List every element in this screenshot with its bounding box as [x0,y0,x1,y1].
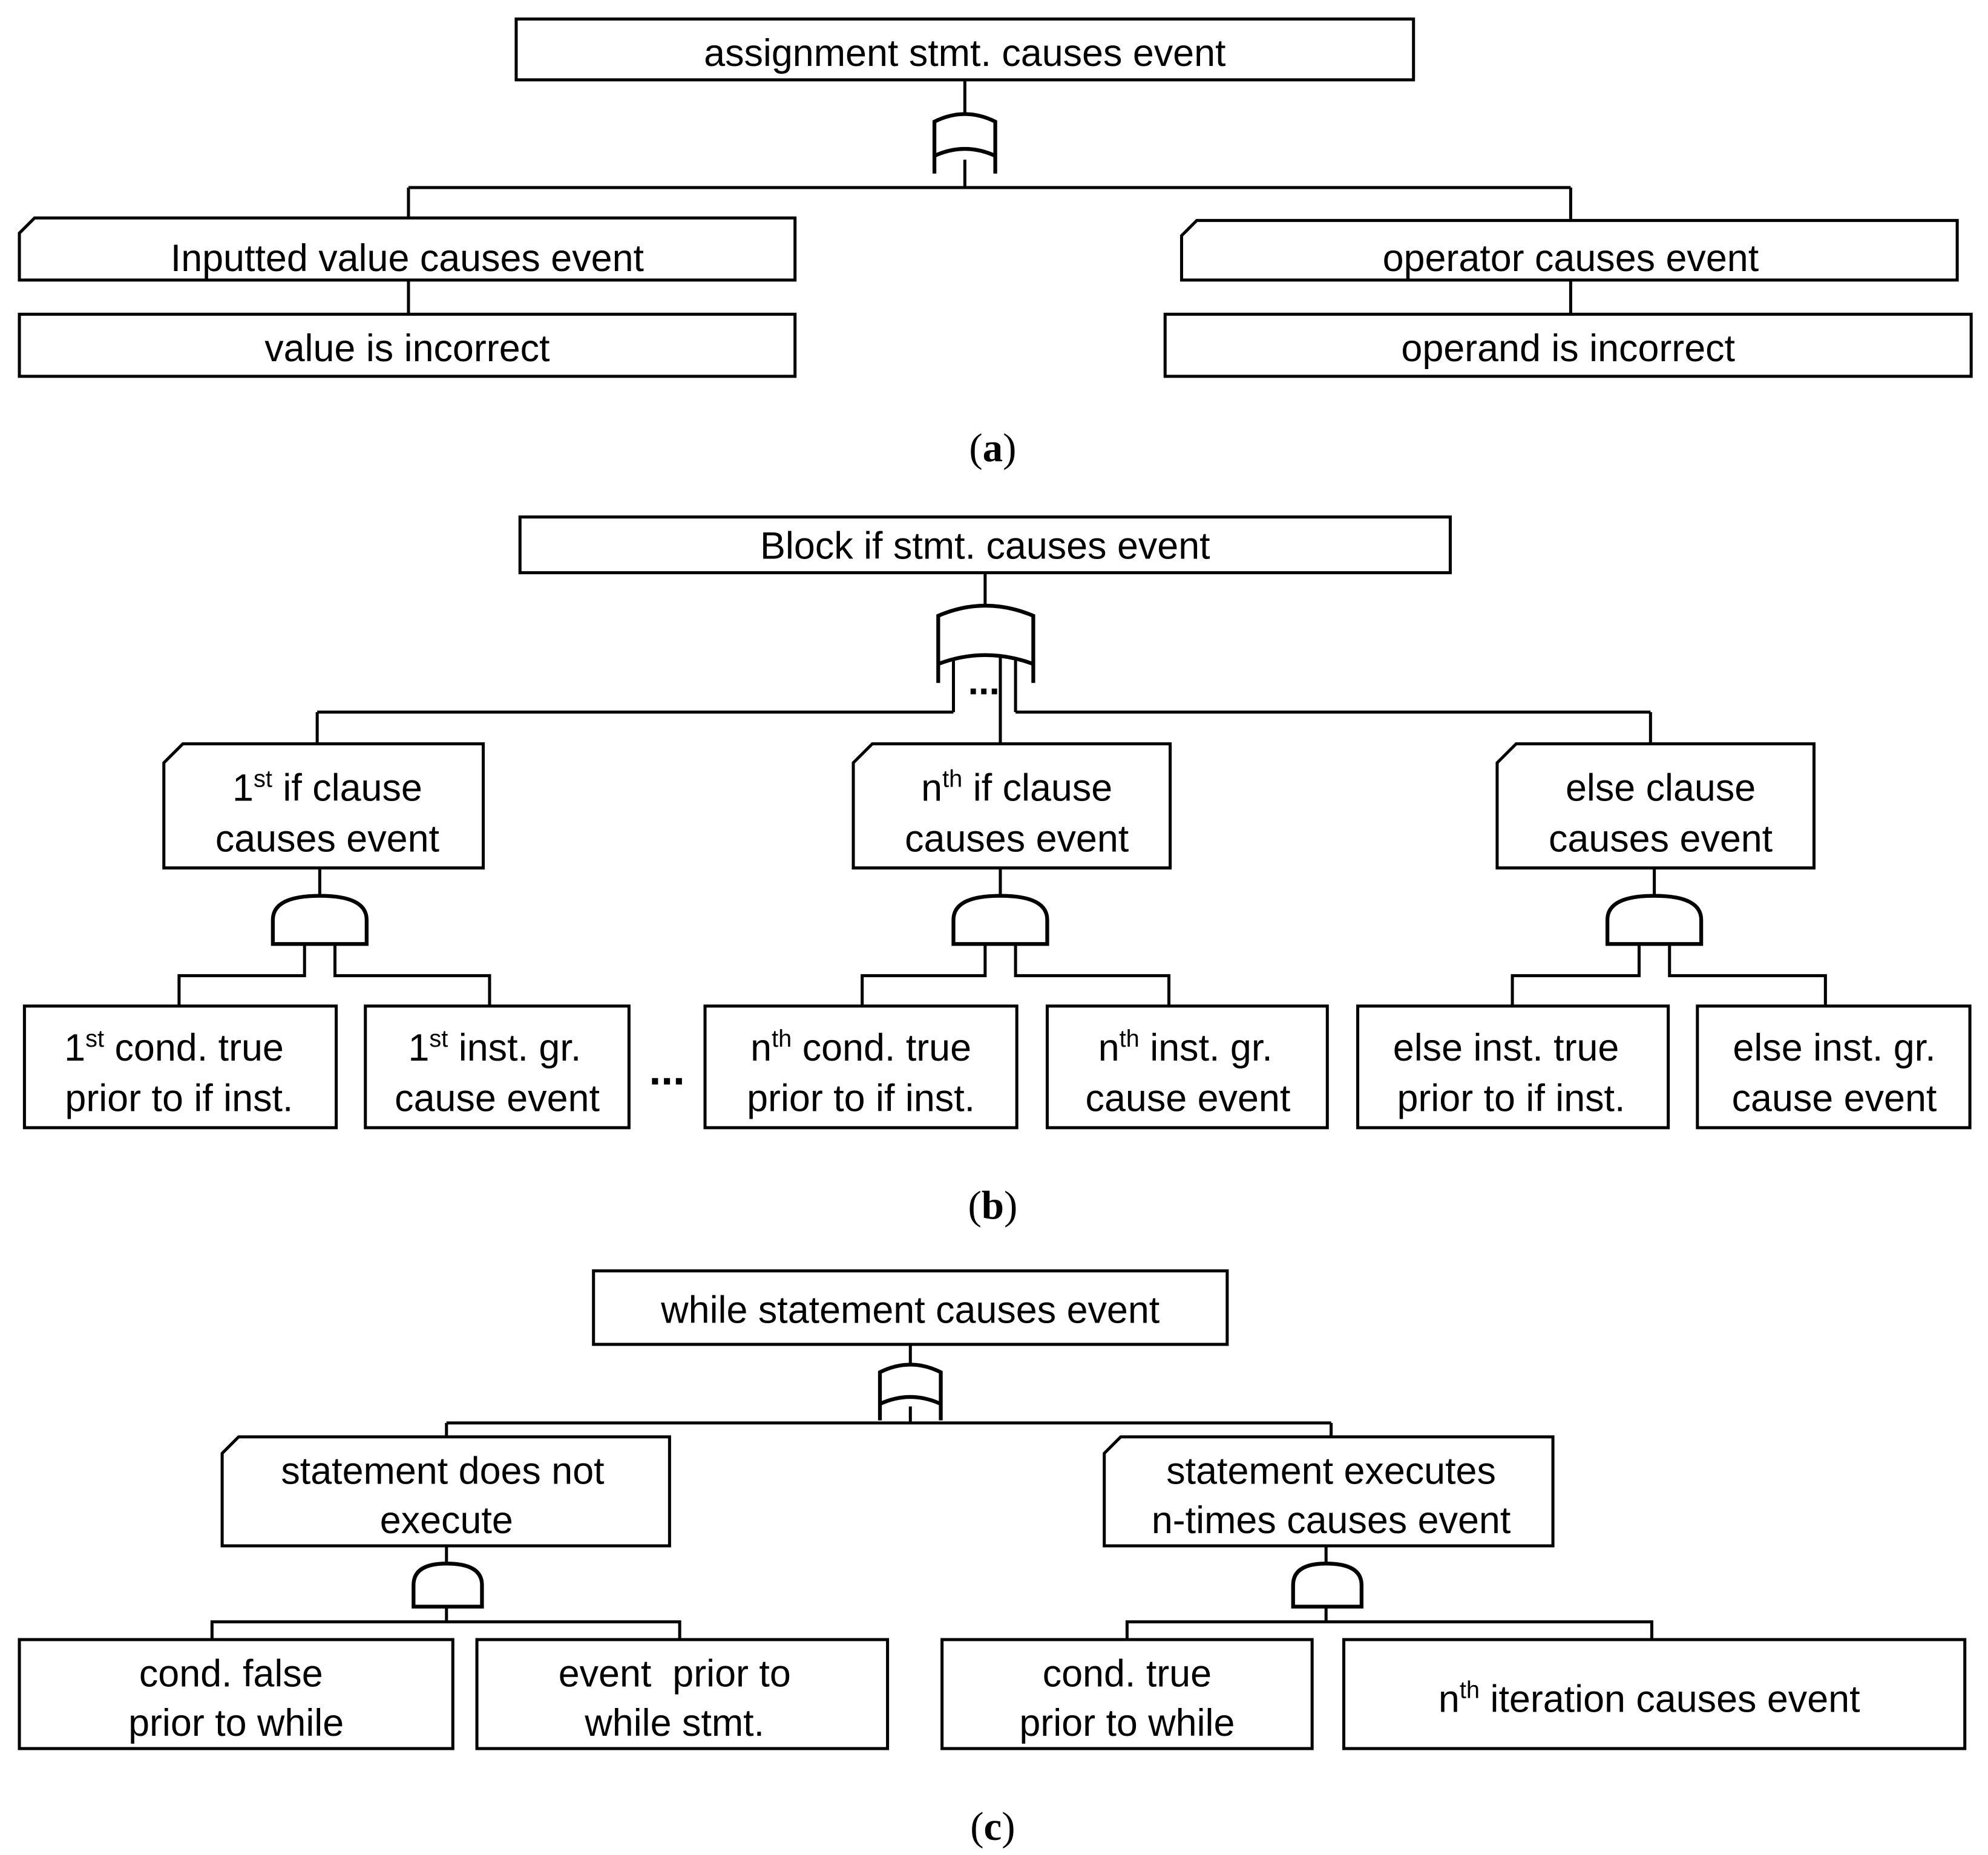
event-prior-box [475,1638,890,1750]
does-not-execute-label: statement does not [281,1450,604,1492]
first-cond-box [22,1004,338,1130]
root-event-label: assignment stmt. causes event [704,32,1225,74]
nth-iteration-box [1342,1638,1967,1750]
root-event-box [518,515,1452,575]
and-gate-icon [1605,894,1704,946]
else-clause-label: else clause [1566,767,1756,810]
connector [1125,1606,1653,1640]
nth-cond-box [703,1004,1019,1130]
and-gate-group-else [1511,868,1827,1006]
else-cond-label-line2: prior to if inst. [1397,1078,1625,1120]
right-event-label: operator causes event [1383,237,1759,280]
between-ellipsis: ... [649,1047,685,1094]
and-gate-group-left [210,1546,681,1640]
nth-iteration-label: nth iteration causes event [1439,1677,1860,1720]
or-gate-icon [878,1363,943,1421]
panel-b: Block if stmt. causes event ... 1st if c… [22,515,1972,1228]
first-if-clause-label: 1st if clause [232,766,422,810]
else-cond-box [1356,1004,1670,1130]
left-event-label: Inputted value causes event [171,237,644,280]
event-prior-label: event prior to [559,1652,791,1695]
right-cause-box [1163,312,1973,378]
and-gate-group-right [1125,1546,1653,1640]
nth-inst-box [1045,1004,1329,1130]
nth-inst-label: nth inst. gr. [1098,1026,1273,1069]
panel-a: assignment stmt. causes event Inputted v… [18,17,1973,470]
and-gate-icon [1291,1562,1363,1609]
and-gate-icon [271,894,369,946]
left-cause-label: value is incorrect [264,327,549,370]
root-event-label: while statement causes event [660,1289,1160,1331]
does-not-execute-label-line2: execute [380,1499,513,1542]
gate-ellipsis: ... [968,661,1000,703]
first-if-clause-box [162,742,485,870]
and-gate-group-n [861,868,1171,1006]
and-gate-icon [412,1562,484,1609]
cond-true-label: cond. true [1043,1652,1212,1695]
executes-n-times-label: statement executes [1166,1450,1496,1492]
else-clause-label-line2: causes event [1549,817,1773,860]
else-cond-label: else inst. true [1393,1027,1619,1069]
else-inst-label: else inst. gr. [1733,1027,1935,1069]
cond-false-label: cond. false [139,1652,323,1695]
executes-n-times-box [1103,1435,1555,1548]
cond-true-box [940,1638,1314,1750]
nth-if-clause-label: nth if clause [921,766,1112,810]
and-gate-icon [951,894,1049,946]
first-inst-label-line2: cause event [395,1078,600,1120]
connector [861,944,1171,1006]
root-event-box [592,1269,1229,1346]
executes-n-times-label-line2: n-times causes event [1152,1499,1511,1542]
cond-false-box [18,1638,454,1750]
else-inst-box [1696,1004,1972,1130]
first-cond-label: 1st cond. true [64,1026,284,1069]
connector [210,1606,681,1640]
and-gate-group-1 [177,868,491,1006]
nth-if-clause-label-line2: causes event [905,817,1129,860]
cond-false-label-line2: prior to while [128,1702,344,1744]
right-cause-label: operand is incorrect [1401,327,1735,370]
first-if-clause-label-line2: causes event [215,817,439,860]
cond-true-label-line2: prior to while [1019,1702,1235,1744]
connector [177,944,491,1006]
nth-inst-label-line2: cause event [1086,1078,1291,1120]
left-cause-box [18,312,797,378]
caption-b: (b) [968,1183,1017,1228]
nth-if-clause-box [851,742,1172,870]
or-gate-icon [932,112,997,174]
or-gate-icon [936,604,1035,683]
else-inst-label-line2: cause event [1732,1078,1937,1120]
nth-cond-label: nth cond. true [750,1026,971,1069]
first-inst-box [364,1004,631,1130]
panel-c: while statement causes event statement d… [18,1269,1967,1849]
first-cond-label-line2: prior to if inst. [65,1078,293,1120]
nth-cond-label-line2: prior to if inst. [747,1078,975,1120]
first-inst-label: 1st inst. gr. [408,1026,581,1069]
connector [1511,944,1827,1006]
caption-a: (a) [969,425,1016,470]
caption-c: (c) [970,1804,1015,1849]
event-prior-label-line2: while stmt. [584,1702,764,1744]
root-event-label: Block if stmt. causes event [760,525,1210,568]
root-event-box [514,17,1416,82]
